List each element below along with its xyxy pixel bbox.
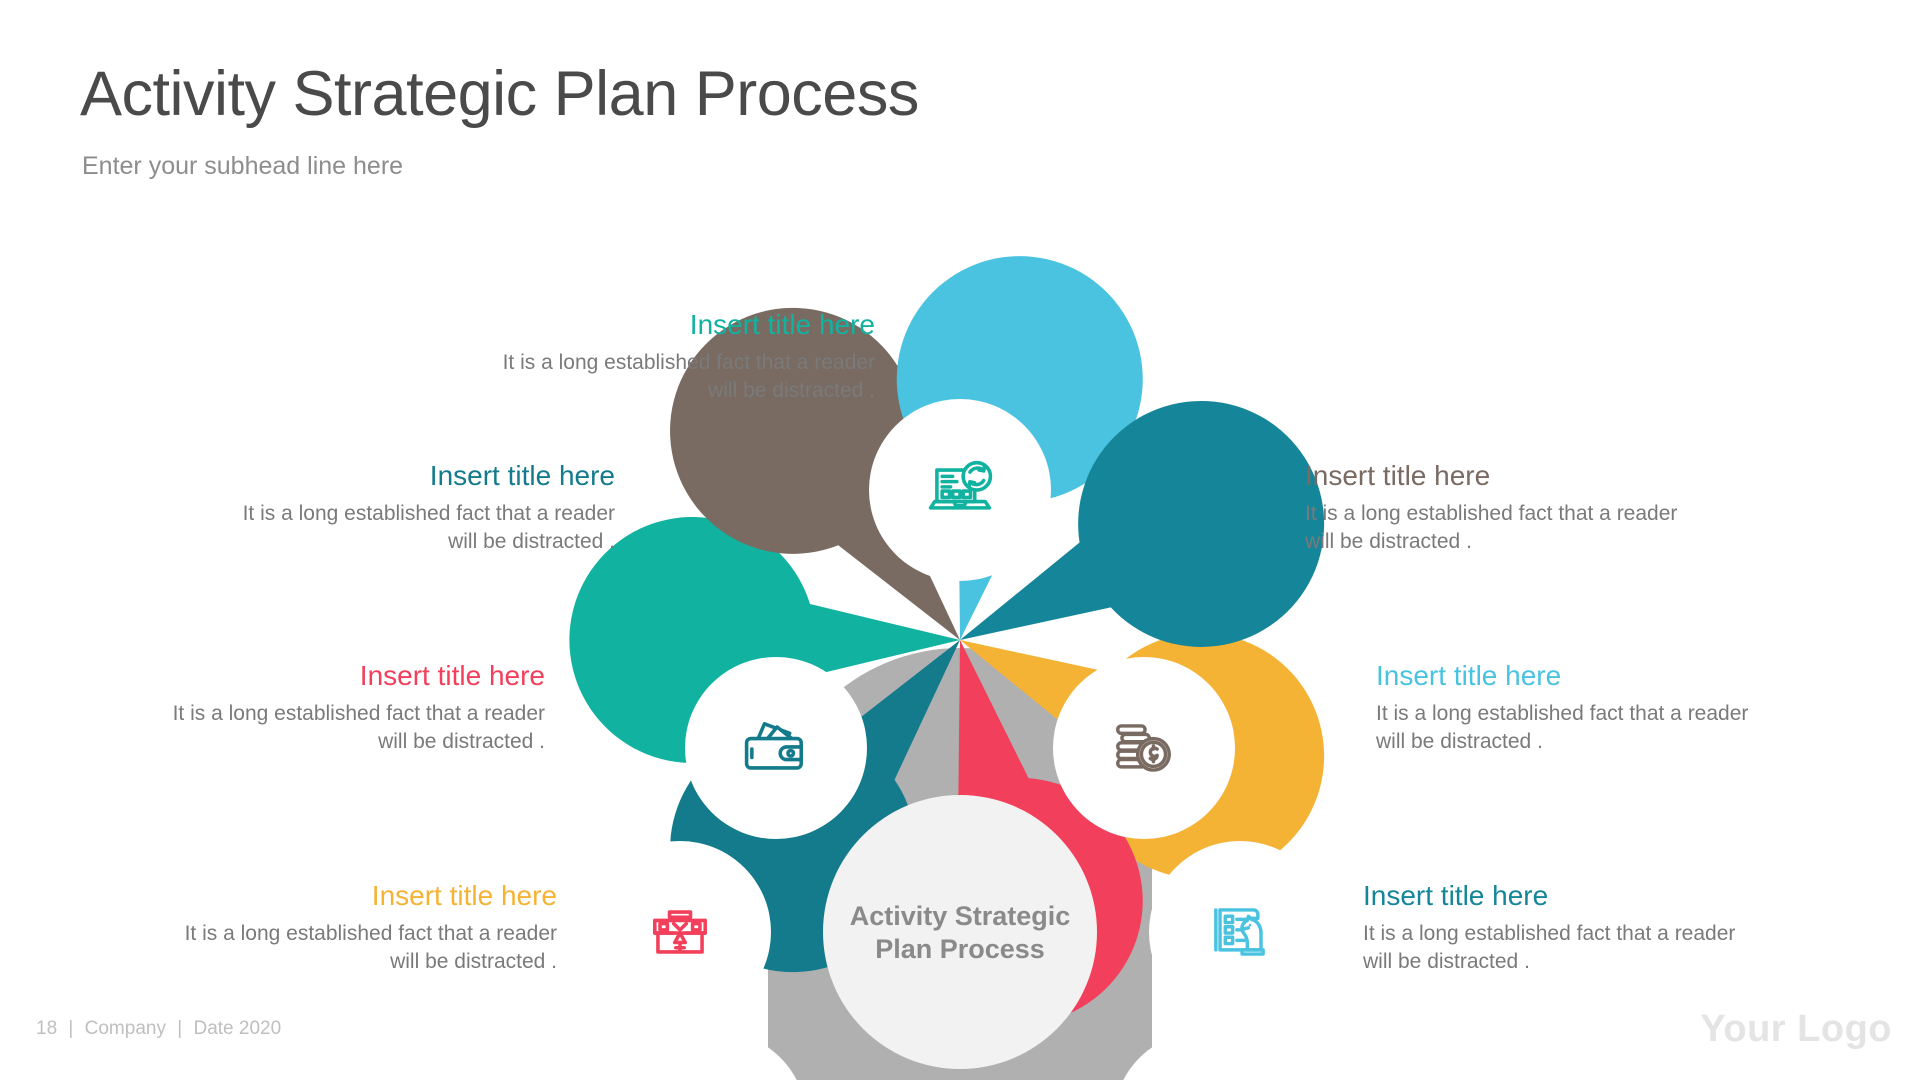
radial-infographic: Activity Strategic Plan Process	[0, 190, 1920, 1080]
callout-lower-right-body: It is a long established fact that a rea…	[1363, 920, 1838, 976]
center-hub-line2: Plan Process	[875, 934, 1045, 964]
petal-top-icon-disc[interactable]	[869, 399, 1051, 581]
coins-dollar-icon	[1116, 724, 1171, 772]
callout-top-body-line1: It is a long established fact that a rea…	[502, 350, 875, 374]
callout-top-title: Insert title here	[689, 309, 875, 340]
callout-top[interactable]: Insert title here It is a long establish…	[380, 308, 875, 405]
callout-right-body: It is a long established fact that a rea…	[1376, 700, 1851, 756]
strategy-knight-icon	[1214, 908, 1265, 956]
footer-company: Company	[84, 1018, 166, 1039]
briefcase-pen-icon	[653, 910, 707, 954]
callout-lower-left-body: It is a long established fact that a rea…	[82, 920, 557, 976]
callout-lower-left-body-line2: will be distracted .	[390, 949, 557, 973]
footer-separator-1: |	[68, 1018, 74, 1039]
center-hub-line1: Activity Strategic	[850, 901, 1071, 931]
callout-right-title: Insert title here	[1376, 660, 1562, 691]
callout-left-body-line2: will be distracted .	[378, 729, 545, 753]
callout-right-body-line1: It is a long established fact that a rea…	[1376, 701, 1749, 725]
callout-upper-right-body: It is a long established fact that a rea…	[1305, 500, 1780, 556]
callout-upper-left-body-line2: will be distracted .	[448, 529, 615, 553]
footer-date: Date 2020	[193, 1018, 282, 1039]
logo: Your Logo	[1700, 1008, 1892, 1050]
footer-page-number: 18	[36, 1018, 58, 1039]
callout-upper-left-body: It is a long established fact that a rea…	[140, 500, 615, 556]
callout-left-body-line1: It is a long established fact that a rea…	[172, 701, 545, 725]
callout-lower-right-body-line1: It is a long established fact that a rea…	[1363, 921, 1736, 945]
footer: 18 | Company | Date 2020	[36, 1018, 281, 1040]
petal-upper-left-icon-disc[interactable]	[685, 657, 867, 839]
callout-lower-left[interactable]: Insert title here It is a long establish…	[82, 879, 557, 976]
callout-lower-right-body-line2: will be distracted .	[1363, 949, 1530, 973]
petal-upper-right-icon-disc[interactable]	[1053, 657, 1235, 839]
center-hub[interactable]: Activity Strategic Plan Process	[823, 795, 1097, 1069]
callout-lower-right-title: Insert title here	[1363, 880, 1549, 911]
callout-right[interactable]: Insert title here It is a long establish…	[1376, 659, 1851, 756]
wallet-cash-icon	[744, 722, 803, 770]
petal-left-icon-disc[interactable]	[589, 841, 771, 1023]
footer-separator-2: |	[177, 1018, 183, 1039]
callout-top-body: It is a long established fact that a rea…	[380, 349, 875, 405]
callout-lower-left-title: Insert title here	[371, 880, 557, 911]
petal-lower-right-icon-disc[interactable]	[1113, 1031, 1295, 1080]
callout-right-body-line2: will be distracted .	[1376, 729, 1543, 753]
petal-lower-left-icon-disc[interactable]	[625, 1031, 807, 1080]
callout-upper-left-title: Insert title here	[429, 460, 615, 491]
callout-upper-left[interactable]: Insert title here It is a long establish…	[140, 459, 615, 556]
petal-right-icon-disc[interactable]	[1149, 841, 1331, 1023]
callout-upper-left-body-line1: It is a long established fact that a rea…	[242, 501, 615, 525]
laptop-refresh-icon	[928, 460, 993, 510]
callout-top-body-line2: will be distracted .	[708, 378, 875, 402]
callout-lower-right[interactable]: Insert title here It is a long establish…	[1363, 879, 1838, 976]
callout-upper-right-body-line1: It is a long established fact that a rea…	[1305, 501, 1678, 525]
page-subhead: Enter your subhead line here	[82, 152, 404, 180]
callout-upper-right-title: Insert title here	[1305, 460, 1491, 491]
callout-upper-right-body-line2: will be distracted .	[1305, 529, 1472, 553]
callout-lower-left-body-line1: It is a long established fact that a rea…	[184, 921, 557, 945]
callout-upper-right[interactable]: Insert title here It is a long establish…	[1305, 459, 1780, 556]
callout-left-title: Insert title here	[359, 660, 545, 691]
callout-left-body: It is a long established fact that a rea…	[70, 700, 545, 756]
page-title: Activity Strategic Plan Process	[80, 59, 919, 129]
callout-left[interactable]: Insert title here It is a long establish…	[70, 659, 545, 756]
